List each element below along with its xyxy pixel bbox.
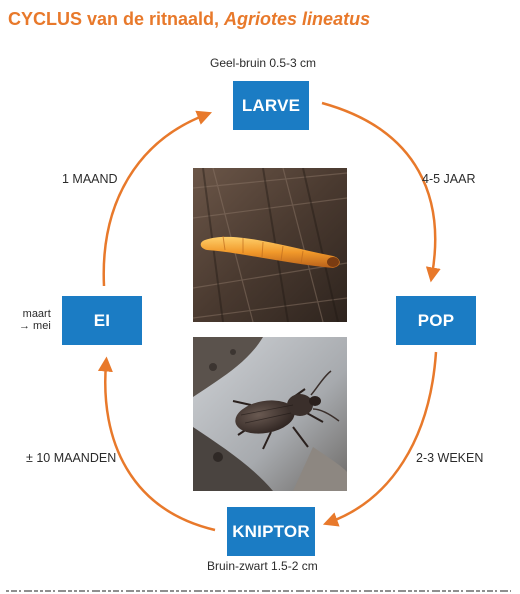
egg-period-label: maart → mei bbox=[19, 308, 51, 332]
larve-size-label: Geel-bruin 0.5-3 cm bbox=[210, 56, 317, 70]
diagram-title: CYCLUS van de ritnaald, Agriotes lineatu… bbox=[8, 9, 370, 30]
footer-text-fragment bbox=[6, 590, 511, 592]
wireworm-larva-photo bbox=[193, 168, 347, 322]
arrow-larve-to-pop bbox=[321, 101, 441, 283]
stage-kniptor: KNIPTOR bbox=[227, 507, 315, 556]
arrow-ei-to-larve bbox=[102, 110, 212, 287]
title-species: Agriotes lineatus bbox=[224, 9, 371, 29]
duration-larve-to-pop: 4-5 JAAR bbox=[422, 172, 476, 186]
egg-period-start: maart bbox=[22, 308, 51, 320]
click-beetle-photo bbox=[193, 337, 347, 491]
stage-ei: EI bbox=[62, 296, 142, 345]
egg-period-end: → mei bbox=[19, 320, 51, 332]
duration-pop-to-kniptor: 2-3 WEKEN bbox=[416, 451, 484, 465]
stage-pop: POP bbox=[396, 296, 476, 345]
arrow-kniptor-to-ei bbox=[97, 356, 216, 532]
duration-kniptor-to-ei: ± 10 MAANDEN bbox=[26, 451, 117, 465]
arrow-pop-to-kniptor bbox=[322, 351, 438, 527]
stage-larve: LARVE bbox=[233, 81, 309, 130]
kniptor-size-label: Bruin-zwart 1.5-2 cm bbox=[207, 559, 318, 573]
title-main: CYCLUS van de ritnaald, bbox=[8, 9, 225, 29]
duration-ei-to-larve: 1 MAAND bbox=[62, 172, 118, 186]
